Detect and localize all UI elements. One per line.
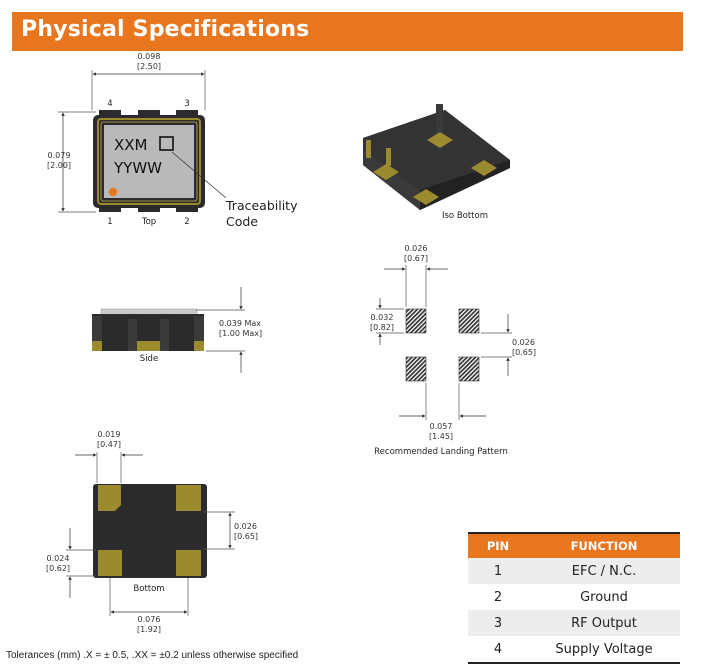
bottom-pad-1 [98, 485, 121, 511]
bottom-view-label: Bottom [133, 584, 164, 594]
pin-number-1: 1 [107, 217, 112, 227]
section-title: Physical Specifications [21, 17, 310, 42]
bottom-pitch-mm: [1.92] [137, 625, 161, 634]
traceability-leader-line [171, 151, 227, 199]
landing-spacing-in: 0.057 [430, 422, 453, 431]
top-pin-tab-3 [176, 110, 198, 118]
landing-pad-bottom-right [458, 356, 480, 382]
bottom-pad-gap-mm: [0.65] [234, 532, 258, 541]
bottom-pad-height-mm: [0.62] [46, 564, 70, 573]
landing-pattern-caption: Recommended Landing Pattern [374, 447, 508, 457]
traceability-label-line-2: Code [226, 214, 258, 229]
iso-pad-bottom [413, 189, 439, 205]
top-marking-face [104, 125, 194, 198]
landing-pad-height-mm: [0.82] [370, 323, 394, 332]
iso-view-label: Iso Bottom [442, 211, 488, 221]
bottom-pitch-in: 0.076 [138, 615, 161, 624]
iso-castellation-middle [386, 148, 391, 166]
pin-cell: 3 [468, 610, 528, 636]
side-height-in: 0.039 Max [219, 319, 261, 328]
top-view: 0.098 [2.50] 0.079 [2.00] XXM YYWW Trace… [47, 52, 298, 229]
landing-pad-top-left [405, 308, 427, 334]
bottom-pad-width-mm: [0.47] [97, 440, 121, 449]
traceability-label-line-1: Traceability [225, 198, 298, 213]
bottom-pad-width-in: 0.019 [98, 430, 121, 439]
bottom-pad-height-in: 0.024 [47, 554, 70, 563]
landing-pad-height-in: 0.032 [371, 313, 394, 322]
bottom-pad-3 [176, 550, 201, 576]
top-height-in: 0.079 [48, 151, 71, 160]
iso-pad-left [373, 164, 399, 180]
marking-line-1: XXM [114, 136, 148, 154]
section-header-banner: Physical Specifications [12, 12, 683, 51]
top-width-mm: [2.50] [137, 62, 161, 71]
function-column-header: FUNCTION [528, 532, 680, 558]
function-cell: EFC / N.C. [528, 558, 680, 584]
pin-cell: 4 [468, 636, 528, 664]
pin-function-table: PIN FUNCTION 1 EFC / N.C. 2 Ground 3 RF … [468, 532, 680, 664]
landing-gap-in: 0.026 [512, 338, 535, 347]
tolerance-note: Tolerances (mm) .X = ± 0.5, .XX = ±0.2 u… [6, 650, 299, 661]
top-pin-tab-4 [99, 110, 121, 118]
top-width-in: 0.098 [138, 52, 161, 61]
table-row: 3 RF Output [468, 610, 680, 636]
top-pin-tab-top-middle [138, 110, 160, 118]
pin1-indicator-dot [108, 187, 118, 197]
pin-table-header-row: PIN FUNCTION [468, 532, 680, 558]
bottom-pad-4 [98, 550, 122, 576]
side-view-label: Side [140, 354, 158, 364]
landing-spacing-mm: [1.45] [429, 432, 453, 441]
side-height-mm: [1.00 Max] [219, 329, 262, 338]
iso-pad-right [471, 160, 497, 176]
bottom-pad-2 [176, 485, 201, 511]
function-cell: RF Output [528, 610, 680, 636]
side-view: 0.039 Max [1.00 Max] Side [92, 287, 262, 373]
function-cell: Ground [528, 584, 680, 610]
pin-cell: 1 [468, 558, 528, 584]
pin-number-3: 3 [184, 99, 189, 109]
table-row: 2 Ground [468, 584, 680, 610]
landing-pad-width-in: 0.026 [405, 244, 428, 253]
side-pad-left [92, 341, 102, 351]
function-cell: Supply Voltage [528, 636, 680, 664]
iso-pad-top [427, 132, 453, 148]
landing-pad-bottom-left [405, 356, 427, 382]
landing-gap-mm: [0.65] [512, 348, 536, 357]
landing-pad-top-right [458, 308, 480, 334]
marking-line-2: YYWW [113, 159, 162, 177]
side-pad-middle [137, 341, 160, 351]
top-height-mm: [2.00] [47, 161, 71, 170]
table-row: 4 Supply Voltage [468, 636, 680, 664]
traceability-box-icon [159, 136, 174, 151]
iso-bottom-view: Iso Bottom [363, 104, 510, 221]
iso-castellation-left [366, 140, 371, 158]
pin-cell: 2 [468, 584, 528, 610]
landing-pad-width-mm: [0.67] [404, 254, 428, 263]
pin-column-header: PIN [468, 532, 528, 558]
iso-lid-edge [436, 104, 443, 134]
table-row: 1 EFC / N.C. [468, 558, 680, 584]
pin-number-4: 4 [107, 99, 112, 109]
bottom-pad-gap-in: 0.026 [234, 522, 257, 531]
side-pad-right [194, 341, 204, 351]
landing-pattern: 0.026 [0.67] 0.032 [0.82] 0.026 [0.65] 0… [370, 244, 536, 457]
top-view-label: Top [141, 217, 156, 227]
pin-number-2: 2 [184, 217, 189, 227]
top-seal-ring [97, 118, 201, 205]
bottom-view: 0.019 [0.47] 0.026 [0.65] 0.024 [0.62] B… [46, 430, 258, 634]
